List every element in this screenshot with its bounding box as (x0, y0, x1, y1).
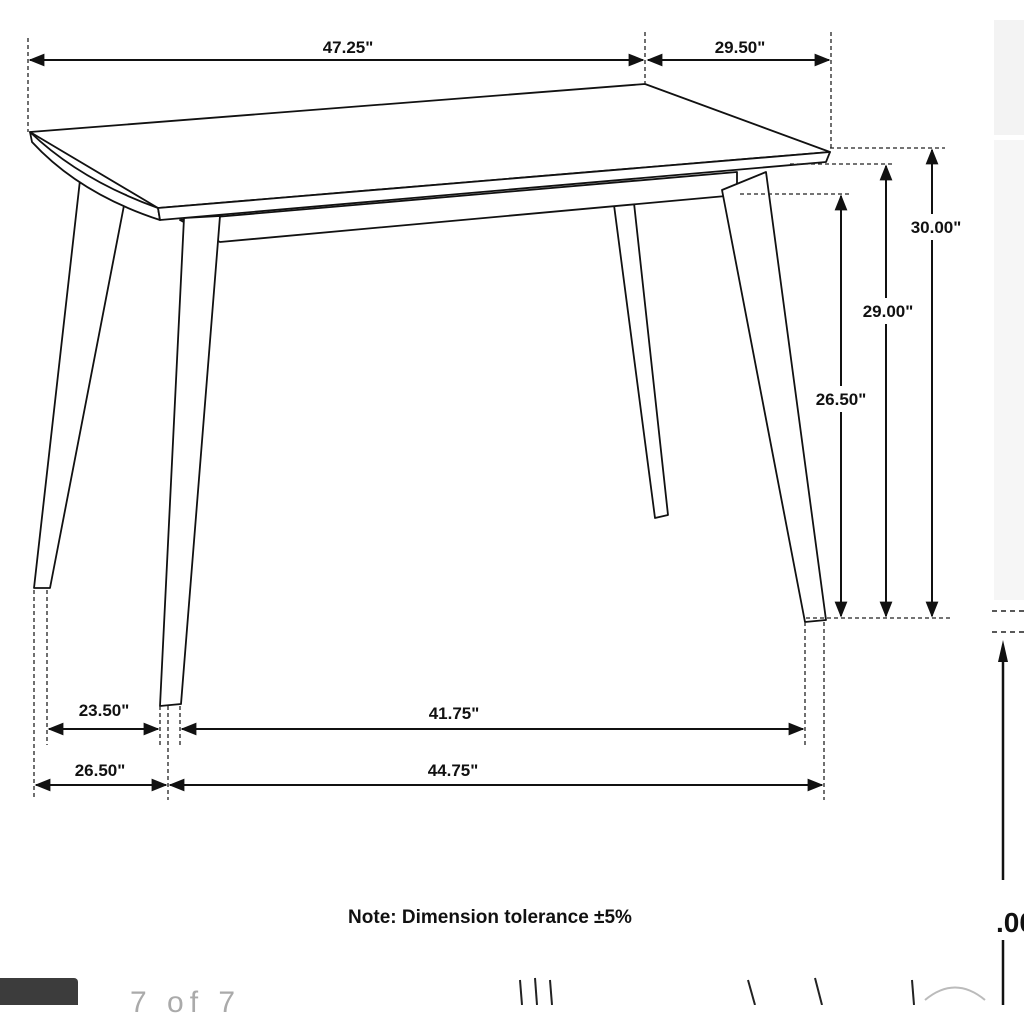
dim-outer-leg-span-side: 26.50" (75, 761, 126, 780)
dim-outer-leg-span-front: 44.75" (428, 761, 479, 780)
next-image-preview (519, 977, 986, 1005)
dim-inner-leg-span-front: 41.75" (429, 704, 480, 723)
front-left-leg (159, 215, 221, 707)
dim-total-height: 30.00" (911, 218, 962, 237)
dim-top-surface-height: 29.00" (863, 302, 914, 321)
gallery-toggle-button[interactable] (0, 978, 78, 1005)
front-right-leg (721, 171, 827, 623)
dimension-labels: 47.25" 29.50" 30.00" 29.00" 26.50" 23.50… (75, 34, 970, 780)
dim-inner-leg-span-side: 23.50" (79, 701, 130, 720)
page-counter: 7 of 7 (130, 986, 242, 1019)
dim-top-length: 47.25" (323, 38, 374, 57)
extension-lines (27, 32, 950, 800)
back-left-leg (33, 179, 127, 589)
back-right-leg (613, 202, 669, 519)
table-top-front-edge (157, 151, 831, 221)
tolerance-note: Note: Dimension tolerance ±5% (348, 907, 632, 928)
next-image-peek[interactable]: .00 (990, 0, 1024, 1005)
dim-top-width: 29.50" (715, 38, 766, 57)
table-drawing (29, 83, 831, 707)
partial-dimension-label: .00 (996, 907, 1024, 938)
dim-apron-clearance: 26.50" (816, 390, 867, 409)
